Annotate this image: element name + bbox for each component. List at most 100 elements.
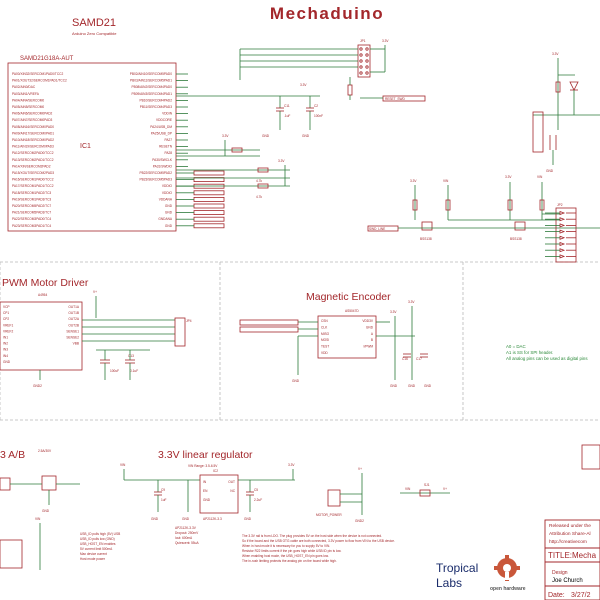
samd-pin-left: PA05/AIN5/SERCOM0 xyxy=(12,105,44,109)
motor-pin: IN2 xyxy=(3,342,8,346)
oshw-label: open hardware xyxy=(490,586,526,592)
tb-date-label: Date: xyxy=(548,592,565,599)
encoder-pin: MISO xyxy=(321,332,330,336)
a4954-chip xyxy=(0,301,83,371)
vin-bottom: VIN xyxy=(35,517,41,521)
bottom-note: Resistor R22 limits current if the pin g… xyxy=(242,549,341,553)
svg-text:3.3V: 3.3V xyxy=(278,159,285,163)
encoder-section: Magnetic Encoder AS5047D CSNCLKMISOMOSIT… xyxy=(239,291,432,388)
encoder-pin: VDD3V xyxy=(362,319,374,323)
usb-note: USB_ID pulls high (5V) USB xyxy=(80,532,120,536)
svg-text:C9: C9 xyxy=(161,488,165,492)
motor-pin: CP1 xyxy=(3,311,9,315)
motor-pin: SENSE2 xyxy=(66,336,79,340)
motor-pin: OUT1B xyxy=(68,311,79,315)
samd-left-pins: PA00/XIN32/SERCOM1PAD0/TCC2PA01/XOUT32/S… xyxy=(12,72,67,228)
regulator-pin: EN xyxy=(203,489,208,493)
samd-pin-right: GNDANA xyxy=(158,217,173,221)
open-hardware-logo: open hardware xyxy=(490,555,526,592)
samd-pin-left: PA08/AIN16/SERCOM0PAD0 xyxy=(12,125,54,129)
svg-text:VIN: VIN xyxy=(405,487,411,491)
encoder-pin: GND xyxy=(366,325,374,329)
motor-pin: SENSE1 xyxy=(66,329,79,333)
samd-pin-right: RESETN xyxy=(159,145,173,149)
motor-pin: OUT1A xyxy=(68,305,80,309)
tb-designer: Joe Church xyxy=(552,578,583,584)
samd21-section: SAMD21 Arduino Zero Compatible SAMD21G18… xyxy=(7,17,225,232)
v33-cap: 3.3V xyxy=(300,83,307,87)
svg-text:C17: C17 xyxy=(416,357,422,361)
regulator-pin: OUT xyxy=(228,480,235,484)
svg-text:GND: GND xyxy=(42,509,50,513)
samd-pin-left: PA22/SERCOM3PAD0/TC4 xyxy=(12,217,51,221)
svg-text:GND: GND xyxy=(390,384,398,388)
regulator-pin: IN xyxy=(203,480,207,484)
vin-reg: VIN xyxy=(120,463,126,467)
samd-pin-right: PA30/SWCLK xyxy=(152,158,173,162)
motor-pin: VREF1 xyxy=(3,323,14,327)
svg-text:GND: GND xyxy=(302,134,310,138)
motor-pin: IN3 xyxy=(3,348,8,352)
samd-pin-left: PA14/XIN/SERCOM2PAD2 xyxy=(12,164,51,168)
samd-pin-right: PA24/USB_DM xyxy=(150,125,172,129)
svg-text:1uF: 1uF xyxy=(161,498,167,502)
vin-ls1: VIN xyxy=(443,179,449,183)
samd-pin-left: PA09/AIN17/SERCOM0PAD1 xyxy=(12,131,54,135)
reg-title: 3.3V linear regulator xyxy=(158,449,253,461)
motor-power-connector: V+ GND2 MOTOR_POWER xyxy=(316,467,364,523)
samd-chip-name: SAMD21G18A-AUT xyxy=(20,56,74,62)
reg-range: VIN Range: 3.5-6.5V xyxy=(188,464,218,468)
regulator-note: AP2112K-3.3V xyxy=(175,526,197,530)
samd-subtitle: Arduino Zero Compatible xyxy=(72,31,117,36)
svg-text:3.3V: 3.3V xyxy=(390,310,397,314)
c11-val: .1uF xyxy=(284,114,290,118)
note-analog-1: A1 is SS for SPI header. xyxy=(506,350,553,355)
note-analog-2: All analog pins can be used as digital p… xyxy=(506,356,588,361)
header-jp1: JP1 3.3V RESET_SWD xyxy=(239,39,426,102)
svg-text:GND: GND xyxy=(244,517,252,521)
regulator-note: Iout: 600mA xyxy=(175,536,193,540)
motor-title: PWM Motor Driver xyxy=(2,277,89,289)
bss-1: BSS138 xyxy=(420,237,432,241)
vplus-motor: V+ xyxy=(93,290,97,294)
samd-pin-left: PA00/XIN32/SERCOM1PAD0/TCC2 xyxy=(12,72,63,76)
samd-pin-right: VDDCORE xyxy=(156,118,172,122)
svg-text:GND: GND xyxy=(424,384,432,388)
samd-pin-right: PA28 xyxy=(164,151,172,155)
vin-ls2: VIN xyxy=(537,175,543,179)
motor-pin: VBB xyxy=(73,342,79,346)
v33-ls1: 3.3V xyxy=(410,179,417,183)
samd-pin-right: VDDANA xyxy=(159,197,173,201)
samd-right-pins: PB02/AIN10/SERCOM5PAD0PB03/AIN11/SERCOM5… xyxy=(130,72,173,228)
svg-text:2.5A/30V: 2.5A/30V xyxy=(38,449,52,453)
svg-text:0.1uF: 0.1uF xyxy=(130,369,138,373)
motor-pin: GND xyxy=(3,360,11,364)
samd-pin-left: PA11/AIN19/SERCOM0PAD3 xyxy=(12,145,54,149)
header-jp2: JP2 xyxy=(545,203,577,263)
svg-text:JP4: JP4 xyxy=(186,319,192,323)
svg-text:V+: V+ xyxy=(443,487,447,491)
svg-text:GND2: GND2 xyxy=(355,519,364,523)
motor-pin: CP2 xyxy=(3,317,9,321)
svg-text:GND: GND xyxy=(408,384,416,388)
svg-text:C16: C16 xyxy=(402,357,408,361)
svg-text:GND: GND xyxy=(546,169,554,173)
motor-pin: OUT2A xyxy=(68,317,80,321)
svg-text:GND2: GND2 xyxy=(33,384,42,388)
samd-pin-right: VDDIO xyxy=(162,184,173,188)
v33-top: 3.3V xyxy=(382,39,389,43)
regulator-pin: GND xyxy=(203,498,211,502)
encoder-pin: VDD xyxy=(321,351,328,355)
tb-date-value: 3/27/2 xyxy=(571,592,591,599)
bottom-note: When in host mode it is necessary for yo… xyxy=(242,544,330,548)
tb-url: http://creativecom xyxy=(549,539,587,545)
samd-pin-right: GND xyxy=(165,224,173,228)
c11-label: C11 xyxy=(284,104,290,108)
usb-power-section: 3 A/B 2.5A/30V GND VIN USB_ID pulls high… xyxy=(0,449,120,570)
bottom-note: The in-rush limiting protects the analog… xyxy=(242,559,337,563)
encoder-chip: AS5047D xyxy=(345,309,359,313)
motor-pin: VREF2 xyxy=(3,329,14,333)
encoder-pin: MOSI xyxy=(321,338,329,342)
r47-b: 4.7k xyxy=(256,195,262,199)
v33-enc: 3.3V xyxy=(408,300,415,304)
